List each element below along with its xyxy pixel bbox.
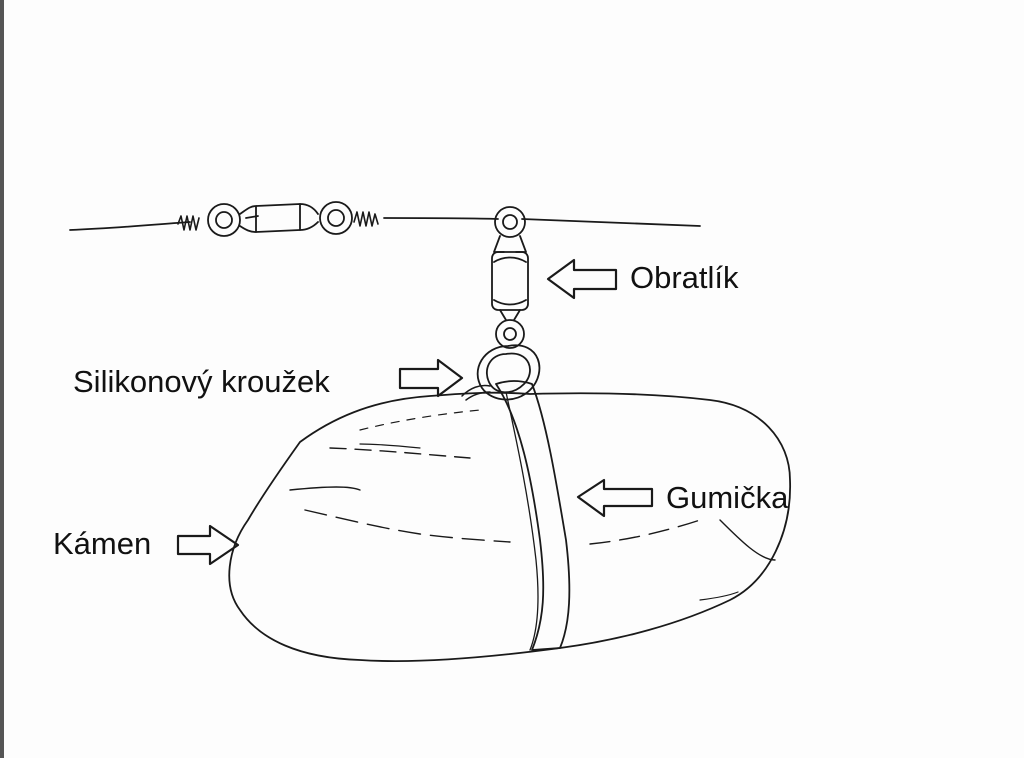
label-silikonovy-krouzek: Silikonový kroužek [73, 364, 330, 399]
arrow-silikon-icon [398, 358, 464, 398]
arrow-obratlik-icon [546, 258, 618, 300]
rubber-band [495, 380, 571, 651]
main-line [69, 221, 191, 231]
arrow-kamen-icon [176, 524, 240, 566]
coil-right [353, 211, 379, 227]
stone [228, 391, 791, 662]
scan-edge [0, 0, 4, 758]
inline-swivel [207, 201, 353, 237]
coil-left [177, 215, 200, 231]
main-line-right [383, 217, 701, 227]
label-obratlik: Obratlík [630, 260, 739, 295]
sliding-swivel [491, 206, 529, 349]
arrow-gumicka-icon [576, 478, 654, 518]
silicone-ring [461, 384, 491, 401]
label-kamen: Kámen [53, 526, 152, 561]
label-gumicka: Gumička [666, 480, 789, 515]
